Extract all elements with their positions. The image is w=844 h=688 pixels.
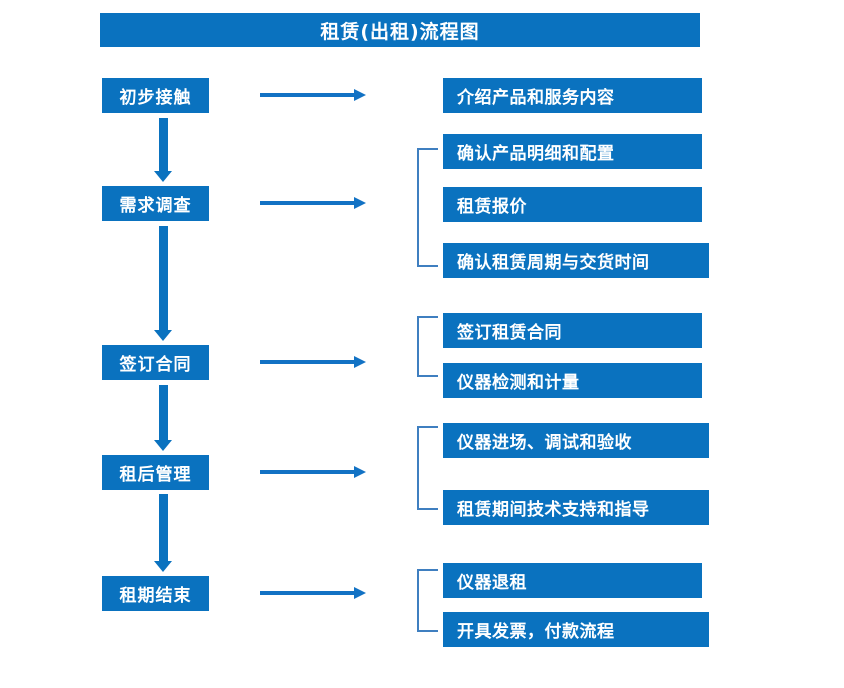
stage-box-sign-contract[interactable]: 签订合同 [102, 345, 209, 380]
arrow-head [154, 440, 172, 451]
arrow-head [354, 197, 366, 209]
arrow-shaft [260, 93, 356, 97]
arrow-shaft [159, 494, 168, 561]
detail-box-confirm-period-delivery[interactable]: 确认租赁周期与交货时间 [443, 243, 709, 278]
flow-arrow-initial-to-needs [154, 118, 172, 182]
detail-box-introduce-products[interactable]: 介绍产品和服务内容 [443, 78, 702, 113]
flow-arrow-postrental-to-end [154, 494, 172, 572]
diagram-title: 租赁(出租)流程图 [100, 13, 700, 47]
arrow-head [354, 356, 366, 368]
flow-arrow-contract-to-postrental [154, 385, 172, 451]
detail-box-instrument-entry-commissioning[interactable]: 仪器进场、调试和验收 [443, 423, 709, 458]
arrow-head [354, 587, 366, 599]
group-bracket-sign-contract [417, 316, 438, 377]
arrow-shaft [159, 226, 168, 330]
arrow-head [154, 330, 172, 341]
detail-box-instrument-inspection[interactable]: 仪器检测和计量 [443, 363, 702, 398]
stage-box-rental-end[interactable]: 租期结束 [102, 576, 209, 611]
detail-box-invoice-payment[interactable]: 开具发票，付款流程 [443, 612, 709, 647]
arrow-shaft [159, 118, 168, 171]
detail-box-confirm-product-spec[interactable]: 确认产品明细和配置 [443, 134, 702, 169]
arrow-head [354, 89, 366, 101]
arrow-head [154, 561, 172, 572]
detail-box-instrument-return[interactable]: 仪器退租 [443, 563, 702, 598]
arrow-shaft [260, 591, 356, 595]
stage-box-needs-survey[interactable]: 需求调查 [102, 186, 209, 221]
detail-box-technical-support[interactable]: 租赁期间技术支持和指导 [443, 490, 709, 525]
arrow-head [354, 466, 366, 478]
arrow-shaft [260, 201, 356, 205]
stage-box-initial-contact[interactable]: 初步接触 [102, 78, 209, 113]
arrow-shaft [260, 470, 356, 474]
group-bracket-post-rental [417, 426, 438, 510]
arrow-head [154, 171, 172, 182]
arrow-shaft [260, 360, 356, 364]
arrow-shaft [159, 385, 168, 440]
detail-box-rental-quote[interactable]: 租赁报价 [443, 187, 702, 222]
detail-box-sign-rental-contract[interactable]: 签订租赁合同 [443, 313, 702, 348]
flow-arrow-needs-to-contract [154, 226, 172, 341]
group-bracket-rental-end [417, 569, 438, 632]
stage-box-post-rental-management[interactable]: 租后管理 [102, 455, 209, 490]
group-bracket-needs-survey [417, 148, 438, 267]
